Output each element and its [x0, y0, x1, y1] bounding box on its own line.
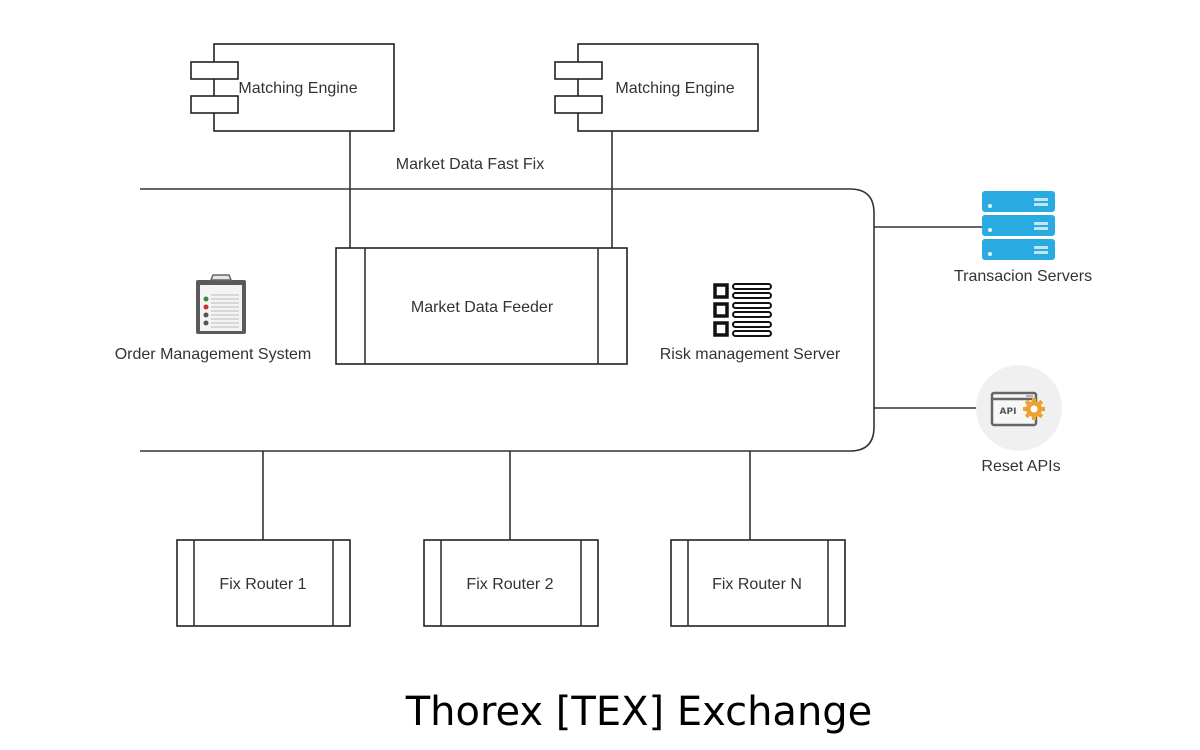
- api-gear-icon: API: [990, 391, 1045, 427]
- matching-engine-2[interactable]: Matching Engine: [554, 43, 759, 132]
- fix-router-2[interactable]: Fix Router 2: [423, 539, 599, 627]
- market-data-feeder[interactable]: Market Data Feeder: [335, 247, 628, 365]
- matching-engine-1[interactable]: Matching Engine: [190, 43, 395, 132]
- matching-engine-1-label: Matching Engine: [238, 80, 357, 97]
- api-badge-text: API: [1000, 407, 1017, 417]
- component-port-icon: [554, 61, 603, 80]
- fix-router-1[interactable]: Fix Router 1: [176, 539, 351, 627]
- fix-router-n-label: Fix Router N: [712, 576, 802, 593]
- list-server-icon: [713, 283, 772, 337]
- order-management-label: Order Management System: [115, 346, 312, 363]
- component-port-icon: [554, 95, 603, 114]
- bus-label: Market Data Fast Fix: [396, 156, 544, 173]
- market-data-feeder-label: Market Data Feeder: [411, 299, 554, 316]
- transaction-servers[interactable]: Transacion Servers: [954, 191, 1092, 285]
- order-management-system[interactable]: Order Management System: [115, 274, 312, 363]
- component-port-icon: [190, 61, 239, 80]
- fix-router-2-label: Fix Router 2: [466, 576, 553, 593]
- risk-management-label: Risk management Server: [660, 346, 841, 363]
- diagram-title: Thorex [TEX] Exchange: [405, 689, 873, 735]
- component-port-icon: [190, 95, 239, 114]
- server-stack-icon: [982, 191, 1055, 260]
- fix-router-1-label: Fix Router 1: [219, 576, 306, 593]
- fix-router-n[interactable]: Fix Router N: [670, 539, 846, 627]
- matching-engine-2-label: Matching Engine: [615, 80, 734, 97]
- transaction-servers-label: Transacion Servers: [954, 268, 1092, 285]
- reset-apis[interactable]: API Reset APIs: [976, 365, 1062, 475]
- reset-apis-label: Reset APIs: [981, 458, 1060, 475]
- exchange-bus-outline: [140, 188, 875, 452]
- risk-management-server[interactable]: Risk management Server: [660, 283, 841, 363]
- clipboard-checklist-icon: [196, 274, 246, 334]
